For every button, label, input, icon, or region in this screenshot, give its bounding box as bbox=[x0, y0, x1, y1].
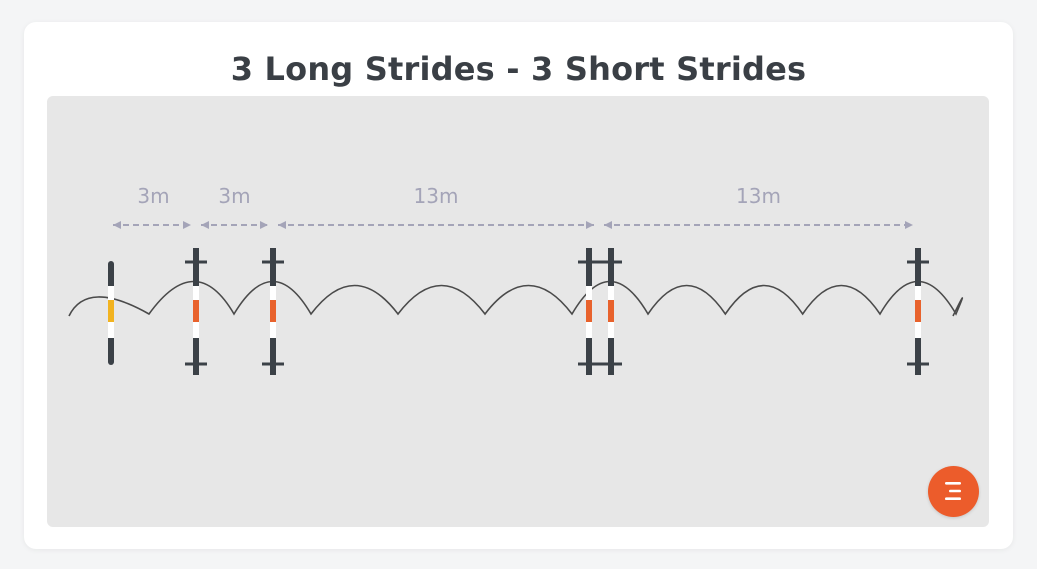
distance-label: 3m bbox=[218, 184, 250, 208]
distance-label: 13m bbox=[736, 184, 781, 208]
jump-cross bbox=[907, 248, 929, 375]
course-diagram-svg: 3m 3m 13m 13m bbox=[68, 184, 964, 375]
course-diagram: 3m 3m 13m 13m bbox=[47, 96, 989, 527]
distance-label: 13m bbox=[414, 184, 459, 208]
jump-cross bbox=[578, 248, 600, 375]
menu-icon bbox=[945, 482, 961, 500]
pole-marker bbox=[193, 300, 199, 322]
ground-pole bbox=[108, 261, 114, 365]
jump-cross bbox=[262, 248, 284, 375]
pole-marker bbox=[270, 300, 276, 322]
pole-marker bbox=[108, 300, 114, 322]
pole-marker bbox=[608, 300, 614, 322]
distance-label: 3m bbox=[137, 184, 169, 208]
exercise-title: 3 Long Strides - 3 Short Strides bbox=[230, 50, 807, 88]
menu-button[interactable] bbox=[928, 466, 979, 517]
jump-cross bbox=[185, 248, 207, 375]
pole-marker bbox=[915, 300, 921, 322]
stride-track bbox=[68, 280, 964, 317]
jump-cross bbox=[600, 248, 622, 375]
pole-marker bbox=[586, 300, 592, 322]
exercise-card: 3 Long Strides - 3 Short Strides 3m 3m 13m… bbox=[24, 22, 1013, 549]
